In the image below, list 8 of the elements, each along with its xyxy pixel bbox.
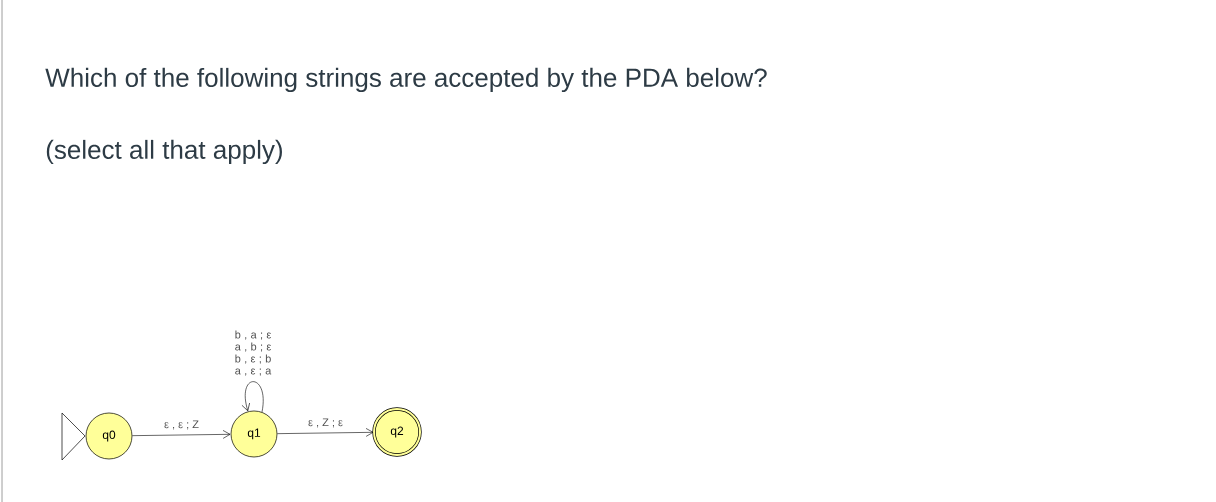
question-text: Which of the following strings are accepted by the PDA below?: [45, 67, 767, 93]
edge-label: ε , ε ; Z: [164, 420, 199, 430]
edge-label: ε , Z ; ε: [308, 418, 343, 428]
arrow: [132, 430, 231, 439]
arrow: [277, 428, 374, 437]
instruction-text: (select all that apply): [46, 139, 282, 165]
loop-arrow: [241, 381, 264, 413]
edge-label: b , a ; ε a , b ; ε b , ε ; b a , ε ; a: [235, 330, 272, 376]
